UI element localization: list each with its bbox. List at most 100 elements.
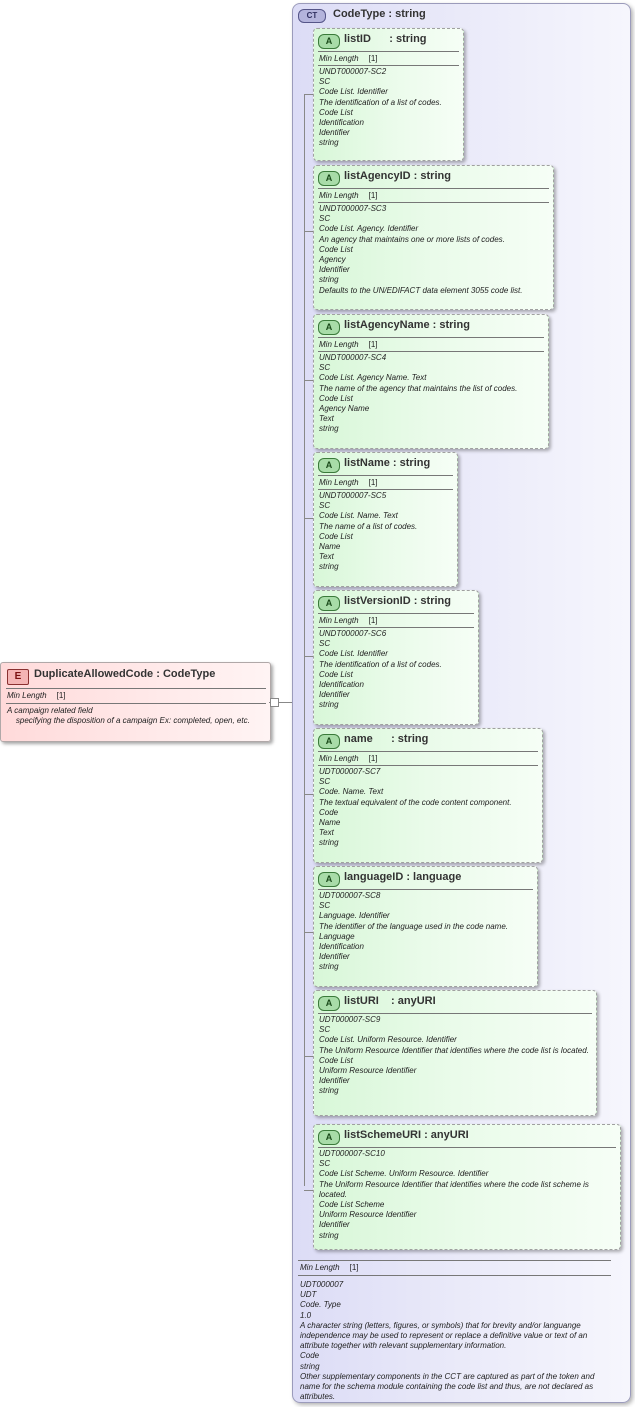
doc-line: Code. Type <box>300 1300 341 1310</box>
divider <box>318 489 453 490</box>
doc-line: Code <box>300 1351 320 1361</box>
doc-line: Code. Name. Text <box>319 787 384 797</box>
doc-line: Code List <box>319 393 353 403</box>
doc-line: UDT <box>300 1290 317 1300</box>
tree-line <box>304 94 305 1186</box>
doc-line: Agency <box>319 255 346 265</box>
connector-line <box>304 1056 313 1057</box>
facet-value: [1] <box>368 616 378 625</box>
element-badge-icon: E <box>7 669 29 685</box>
connector-line <box>304 380 313 381</box>
doc-line: string <box>300 1361 320 1371</box>
doc-line: The Uniform Resource Identifier that ide… <box>319 1179 589 1199</box>
facet-value: [1] <box>368 478 378 487</box>
doc-line: Identification <box>319 118 364 128</box>
doc-line: Code List. Identifier <box>319 87 388 97</box>
doc-line: Code List <box>319 244 353 254</box>
doc-line: string <box>319 700 339 710</box>
attribute-badge-icon: A <box>318 458 340 473</box>
doc-line: SC <box>319 1025 331 1035</box>
attribute-facet: Min Length [1] <box>319 754 378 763</box>
doc-line: Code <box>319 807 339 817</box>
doc-line: The Uniform Resource Identifier that ide… <box>319 1045 589 1055</box>
doc-line: UDT000007 <box>300 1280 344 1289</box>
complex-type-facet: Min Length[1] <box>300 1263 359 1272</box>
divider <box>318 351 544 352</box>
doc-line: Code List <box>319 107 353 117</box>
element-title: DuplicateAllowedCode : CodeType <box>34 668 216 680</box>
connector-line <box>304 94 313 95</box>
attribute-facet: Min Length [1] <box>319 478 378 487</box>
doc-line: An agency that maintains one or more lis… <box>319 234 505 244</box>
connector-line <box>304 1190 313 1191</box>
facet-label: Min Length <box>319 754 359 763</box>
doc-line: Code List. Uniform Resource. Identifier <box>319 1035 457 1045</box>
facet-value: [1] <box>349 1263 359 1272</box>
complex-type-title: CodeType : string <box>333 8 426 20</box>
divider <box>318 765 538 766</box>
doc-line: 1.0 <box>300 1310 312 1320</box>
doc-line: UDT000007-SC9 <box>319 1015 381 1024</box>
doc-line: Identification <box>319 942 364 952</box>
doc-line: The textual equivalent of the code conte… <box>319 797 512 807</box>
doc-line: SC <box>319 639 331 649</box>
divider <box>298 1275 611 1276</box>
doc-line: Language <box>319 931 355 941</box>
attribute-badge-icon: A <box>318 34 340 49</box>
element-box[interactable]: E DuplicateAllowedCode : CodeType Min Le… <box>0 662 271 742</box>
doc-line: Name <box>319 818 341 828</box>
doc-line: UNDT000007-SC5 <box>319 491 387 500</box>
doc-line: Uniform Resource Identifier <box>319 1066 417 1076</box>
doc-line: string <box>319 838 339 848</box>
doc-line: UNDT000007-SC2 <box>319 67 387 76</box>
element-facet: Min Length [1] <box>7 691 66 700</box>
facet-value: [1] <box>56 691 66 700</box>
doc-line: SC <box>319 777 331 787</box>
doc-line: Identifier <box>319 952 350 962</box>
connector-line <box>304 794 313 795</box>
attribute-title: listAgencyID : string <box>344 170 451 182</box>
doc-line: Uniform Resource Identifier <box>319 1210 417 1220</box>
connector-line <box>269 702 293 703</box>
sequence-connector-icon <box>270 698 279 707</box>
doc-line: string <box>319 1086 339 1096</box>
facet-value: [1] <box>368 54 378 63</box>
doc-line: UDT000007-SC8 <box>319 891 381 900</box>
doc-line: UDT000007-SC7 <box>319 767 381 776</box>
divider <box>6 703 266 704</box>
doc-line: Defaults to the UN/EDIFACT data element … <box>319 285 523 295</box>
attribute-badge-icon: A <box>318 872 340 887</box>
doc-line: The name of a list of codes. <box>319 521 418 531</box>
facet-label: Min Length <box>7 691 47 700</box>
doc-line: SC <box>319 363 331 373</box>
facet-value: [1] <box>368 754 378 763</box>
attribute-badge-icon: A <box>318 1130 340 1145</box>
divider <box>318 51 459 52</box>
doc-line: Code List <box>319 531 353 541</box>
facet-label: Min Length <box>319 191 359 200</box>
attribute-facet: Min Length[1] <box>319 616 378 625</box>
attribute-title: listAgencyName : string <box>344 319 470 331</box>
doc-line: Code List <box>319 1055 353 1065</box>
doc-line: UNDT000007-SC4 <box>319 353 387 362</box>
doc-line: Agency Name <box>319 404 370 414</box>
divider <box>318 889 533 890</box>
divider <box>298 1260 611 1261</box>
attribute-badge-icon: A <box>318 996 340 1011</box>
attribute-badge-icon: A <box>318 596 340 611</box>
facet-label: Min Length <box>319 478 359 487</box>
attribute-badge-icon: A <box>318 734 340 749</box>
doc-line: SC <box>319 901 331 911</box>
